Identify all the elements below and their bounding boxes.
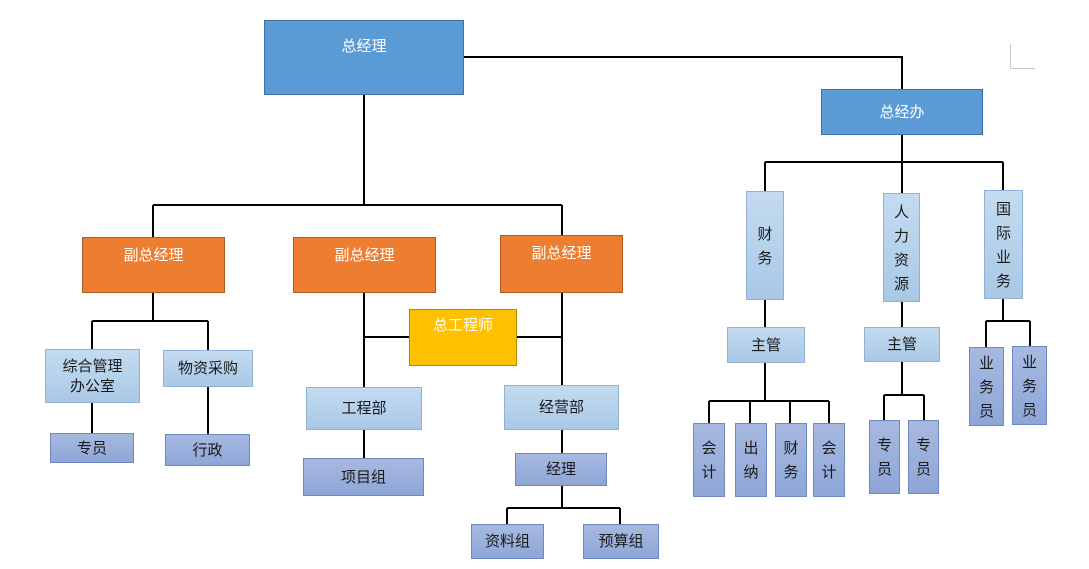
- engineering-dept-box: 工程部: [306, 387, 422, 430]
- finance-box: 财务: [746, 191, 784, 300]
- salesperson-2-label: 业务员: [1022, 352, 1038, 419]
- page-corner-mark: [1010, 44, 1035, 69]
- hr-supervisor-label: 主管: [886, 335, 917, 354]
- specialist-box: 专员: [50, 433, 134, 463]
- admin-office-box: 综合管理办公室: [45, 349, 140, 403]
- purchasing-label: 物资采购: [177, 359, 238, 378]
- manager-label: 经理: [545, 460, 576, 479]
- accounting-2-box: 会计: [813, 423, 845, 497]
- budget-group-label: 预算组: [598, 532, 644, 551]
- general-manager-label: 总经理: [341, 37, 387, 55]
- accounting-2-label: 会计: [821, 439, 837, 481]
- data-group-label: 资料组: [484, 532, 530, 551]
- vice-gm-1-label: 副总经理: [123, 246, 184, 264]
- salesperson-1-box: 业务员: [969, 347, 1004, 426]
- vice-gm-2-box: 副总经理: [293, 237, 436, 293]
- vice-gm-3-label: 副总经理: [531, 244, 592, 262]
- data-group-box: 资料组: [471, 524, 544, 559]
- engineering-dept-label: 工程部: [341, 399, 387, 418]
- finance-staff-label: 财务: [783, 439, 799, 481]
- connector-gm-office: [464, 56, 903, 89]
- budget-group-box: 预算组: [583, 524, 659, 559]
- hr-specialist-2-box: 专员: [908, 420, 939, 494]
- vice-gm-1-box: 副总经理: [82, 237, 225, 293]
- hr-specialist-1-box: 专员: [869, 420, 900, 494]
- cashier-box: 出纳: [735, 423, 767, 497]
- purchasing-box: 物资采购: [163, 350, 253, 387]
- chief-engineer-label: 总工程师: [432, 316, 493, 334]
- chief-engineer-box: 总工程师: [409, 309, 517, 366]
- finance-supervisor-box: 主管: [727, 327, 805, 363]
- finance-supervisor-label: 主管: [750, 335, 781, 354]
- salesperson-1-label: 业务员: [979, 353, 995, 420]
- specialist-label: 专员: [76, 438, 107, 457]
- vice-gm-2-label: 副总经理: [334, 246, 395, 264]
- cashier-label: 出纳: [743, 439, 759, 481]
- manager-box: 经理: [515, 453, 607, 486]
- project-group-box: 项目组: [303, 458, 424, 496]
- project-group-label: 项目组: [340, 467, 386, 486]
- salesperson-2-box: 业务员: [1012, 346, 1047, 425]
- vice-gm-3-box: 副总经理: [500, 235, 623, 293]
- gm-office-box: 总经办: [821, 89, 983, 135]
- administration-label: 行政: [192, 440, 223, 459]
- hr-specialist-1-label: 专员: [877, 436, 893, 478]
- administration-box: 行政: [165, 434, 250, 466]
- accounting-1-label: 会计: [701, 439, 717, 481]
- hr-label: 人力资源: [894, 202, 910, 293]
- business-dept-label: 经营部: [538, 398, 584, 417]
- intl-business-box: 国际业务: [984, 190, 1023, 299]
- hr-supervisor-box: 主管: [864, 327, 940, 362]
- finance-label: 财务: [757, 224, 773, 267]
- hr-specialist-2-label: 专员: [916, 436, 932, 478]
- accounting-1-box: 会计: [693, 423, 725, 497]
- gm-office-label: 总经办: [879, 102, 925, 121]
- business-dept-box: 经营部: [504, 385, 619, 430]
- admin-office-label: 综合管理办公室: [62, 356, 123, 395]
- general-manager-box: 总经理: [264, 20, 464, 95]
- hr-box: 人力资源: [883, 193, 920, 302]
- finance-staff-box: 财务: [775, 423, 807, 497]
- intl-business-label: 国际业务: [996, 199, 1012, 290]
